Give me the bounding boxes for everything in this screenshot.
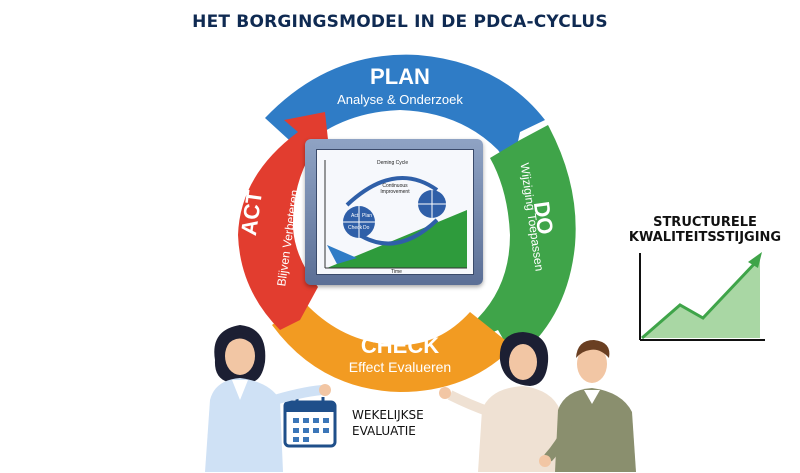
calendar-icon [283, 397, 337, 448]
weekly-line1: WEKELIJKSE [352, 408, 424, 422]
check-sublabel: Effect Evalueren [348, 359, 452, 375]
screen-wheel-do: Do [363, 225, 370, 231]
deming-wheel-right [418, 190, 446, 218]
weekly-evaluation-label: WEKELIJKSE EVALUATIE [352, 407, 424, 439]
weekly-line2: EVALUATIE [352, 424, 416, 438]
do-segment [462, 125, 576, 360]
check-label: CHECK [360, 333, 440, 358]
quality-chart-label-line1: STRUCTURELE [653, 215, 757, 230]
growth-line [641, 260, 758, 340]
monitor-screen: Deming Cycle Continuous Improvement Act … [316, 149, 474, 275]
quality-growth-chart [639, 252, 765, 341]
growth-area [642, 258, 760, 338]
person-left-presenter [205, 325, 331, 472]
screen-wheel-act: Act [351, 213, 359, 219]
check-segment [272, 303, 515, 392]
plan-label: PLAN [370, 64, 430, 89]
screen-center-text: Continuous Improvement [380, 183, 410, 195]
screen-caption: Deming Cycle [377, 160, 409, 166]
deming-cycle-illustration [324, 160, 467, 269]
monitor-deming-diagram: Deming Cycle Continuous Improvement Act … [305, 139, 483, 285]
upward-arrow-icon [748, 252, 762, 268]
screen-wheel-check: Check [348, 225, 363, 231]
person-middle-presenter [439, 332, 565, 472]
plan-sublabel: Analyse & Onderzoek [337, 92, 463, 107]
page-title: HET BORGINGSMODEL IN DE PDCA-CYCLUS [192, 12, 608, 32]
quality-chart-label: STRUCTURELE KWALITEITSSTIJGING [615, 215, 795, 245]
screen-wheel-plan: Plan [362, 213, 373, 219]
quality-chart-label-line2: KWALITEITSSTIJGING [628, 230, 782, 245]
plan-segment [265, 54, 545, 170]
screen-axis-label: Time [391, 269, 402, 275]
deming-wheel-left [343, 206, 375, 238]
person-right-presenter [539, 340, 636, 472]
